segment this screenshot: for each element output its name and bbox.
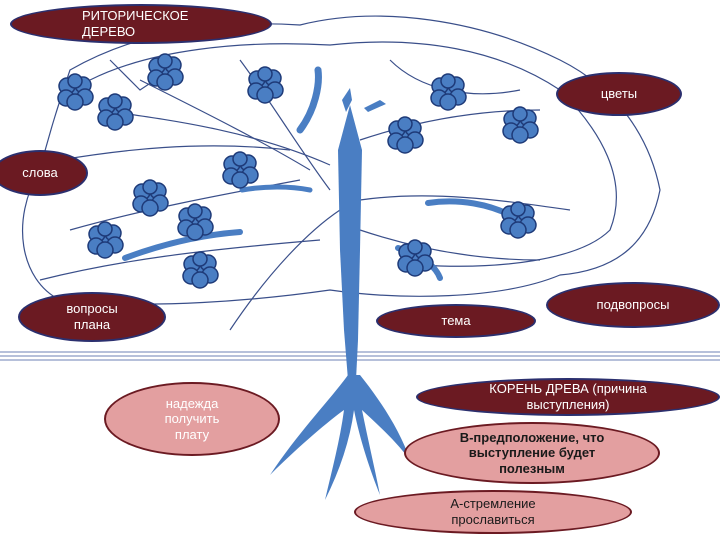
subquestions-label: подвопросы [596, 297, 670, 313]
leaf-cluster [57, 73, 94, 111]
root-oval: КОРЕНЬ ДРЕВА (причина выступления) [416, 378, 720, 416]
b-assumption-oval: В-предположение, что выступление будет п… [404, 422, 660, 484]
leaf-cluster [502, 106, 539, 144]
crown-outline [21, 15, 661, 331]
leaf-cluster [182, 251, 219, 289]
hope-oval: надежда получить плату [104, 382, 280, 456]
title-oval: РИТОРИЧЕСКОЕ ДЕРЕВО [10, 4, 272, 44]
leaf-cluster [177, 203, 214, 241]
a-aspiration-oval: А-стремление прославиться [354, 490, 632, 534]
leaf-cluster [132, 179, 169, 217]
leaf-cluster [430, 73, 467, 111]
leaf-cluster [87, 221, 124, 259]
leaf-cluster [247, 66, 284, 104]
words-oval: слова [0, 150, 88, 196]
ground-lines [0, 351, 720, 361]
words-label: слова [22, 165, 58, 181]
leaf-cluster [222, 151, 259, 189]
leaf-cluster [397, 239, 434, 277]
root-label: КОРЕНЬ ДРЕВА (причина выступления) [489, 381, 647, 412]
leaf-clusters [57, 53, 539, 289]
branches [122, 66, 513, 281]
plan-questions-oval: вопросы плана [18, 292, 166, 342]
hope-label: надежда получить плату [164, 395, 220, 442]
leaf-cluster [97, 93, 134, 131]
plan-questions-label: вопросы плана [66, 301, 118, 332]
flowers-label: цветы [600, 86, 638, 102]
tree-trunk [270, 88, 410, 500]
leaf-cluster [500, 201, 537, 239]
leaf-cluster [387, 116, 424, 154]
leaf-cluster [147, 53, 184, 91]
a-aspiration-label: А-стремление прославиться [450, 496, 536, 527]
title-text: РИТОРИЧЕСКОЕ ДЕРЕВО [82, 8, 189, 39]
topic-label: тема [441, 313, 471, 329]
subquestions-oval: подвопросы [546, 282, 720, 328]
b-assumption-label: В-предположение, что выступление будет п… [459, 429, 605, 476]
topic-oval: тема [376, 304, 536, 338]
flowers-oval: цветы [556, 72, 682, 116]
